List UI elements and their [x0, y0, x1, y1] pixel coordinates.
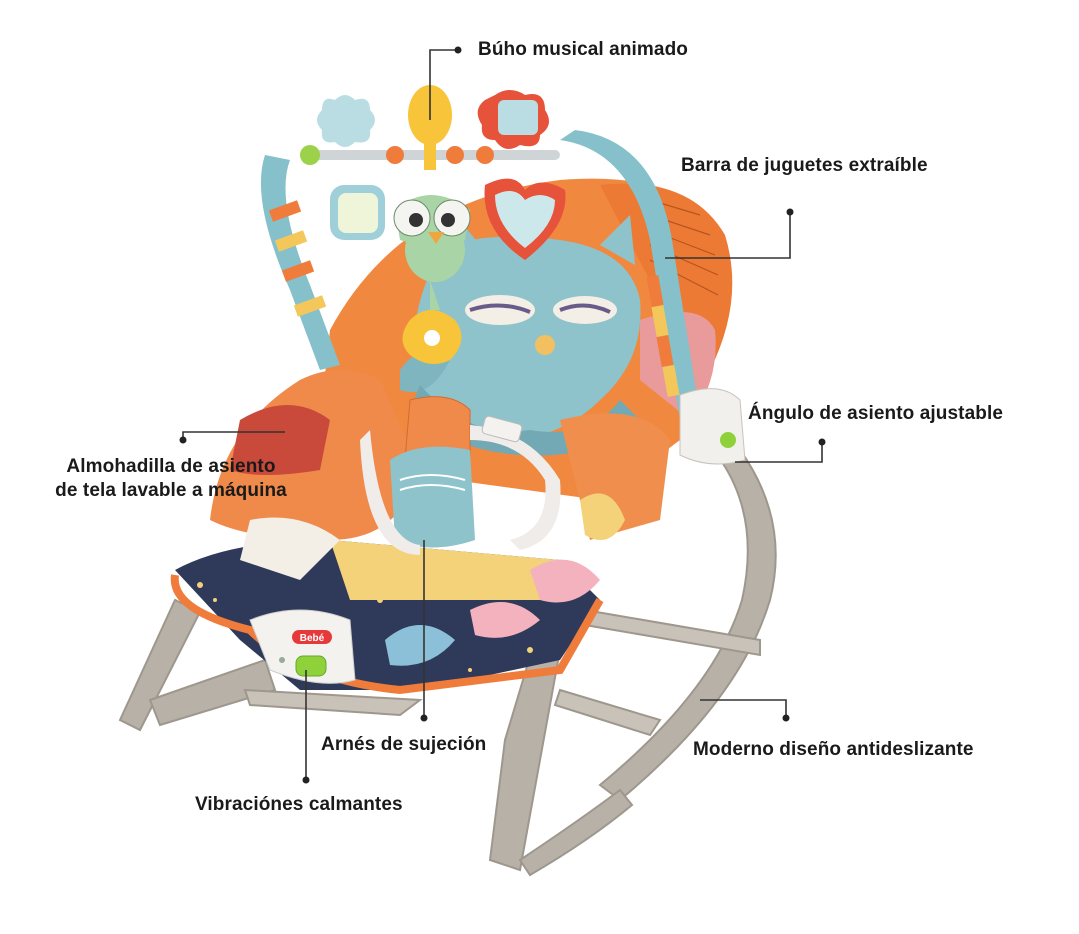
rocker-frame — [118, 448, 777, 877]
callout-toybar-line — [665, 212, 791, 259]
toy-bar — [260, 130, 700, 420]
label-toybar: Barra de juguetes extraíble — [681, 155, 928, 176]
vibration-unit: Bebé — [249, 609, 356, 684]
label-harness: Arnés de sujeción — [321, 734, 487, 755]
label-pad: Almohadilla de asiento de tela lavable a… — [36, 455, 306, 503]
label-angle: Ángulo de asiento ajustable — [748, 403, 1004, 424]
callout-antislip-line — [700, 699, 787, 718]
label-owl: Búho musical animado — [478, 39, 688, 60]
callout-lines — [179, 46, 826, 784]
callout-angle-line — [735, 442, 823, 463]
hanging-toys — [317, 85, 566, 260]
angle-adjust-knob[interactable] — [720, 432, 736, 448]
product-badge: Bebé — [300, 633, 325, 644]
label-vibration: Vibraciónes calmantes — [195, 794, 403, 815]
callout-owl-line — [429, 49, 458, 120]
angle-adjuster — [679, 388, 746, 465]
harness — [360, 396, 561, 555]
power-indicator — [279, 657, 285, 663]
label-pad-line1: Almohadilla de asiento — [66, 456, 276, 477]
owl-toy — [393, 195, 471, 364]
vibration-button[interactable] — [295, 655, 327, 677]
label-pad-line2: de tela lavable a máquina — [55, 480, 287, 501]
label-antislip: Moderno diseño antideslizante — [693, 739, 974, 760]
